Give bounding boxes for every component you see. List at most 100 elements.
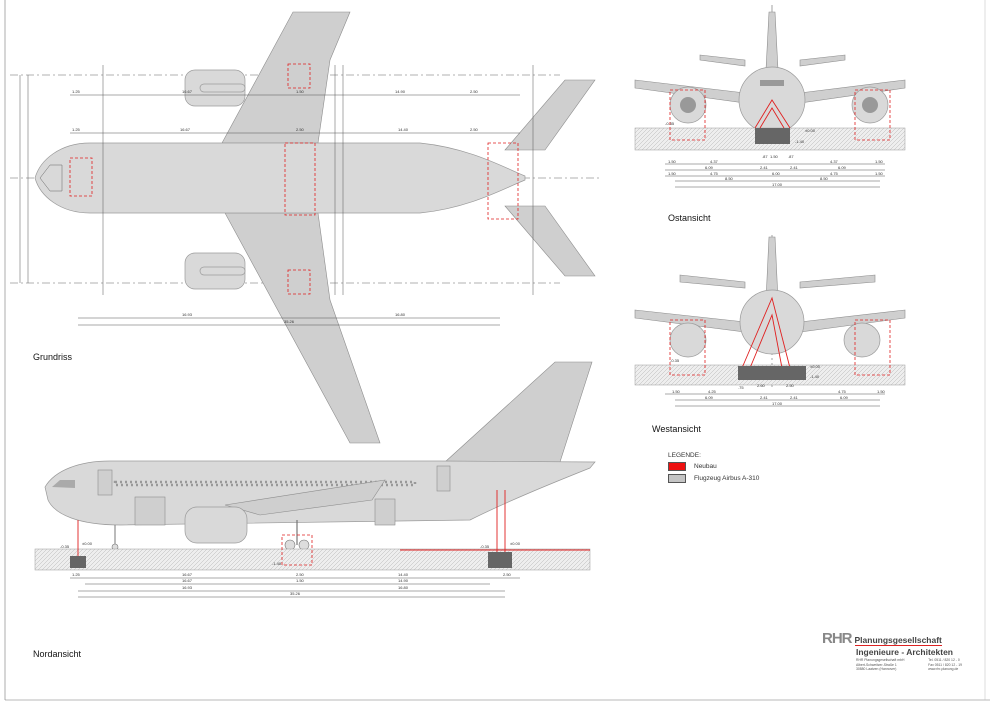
north-cargo-door	[134, 496, 166, 526]
svg-text:4.75: 4.75	[838, 389, 847, 394]
plan-view-title: Grundriss	[33, 352, 73, 362]
company-contact: Tel. 0511 / 820 12 - 0 Fax 0511 / 820 12…	[928, 658, 962, 672]
east-fin	[765, 11, 779, 71]
east-view: -0.35 ±0.00 -1.40 1.50 4.37 .87 1.50 .87…	[634, 5, 906, 223]
svg-text:16.67: 16.67	[182, 572, 193, 577]
west-view-title: Westansicht	[652, 424, 701, 434]
legend-swatch-red	[668, 462, 686, 471]
svg-text:17.00: 17.00	[772, 401, 783, 406]
plan-dimension-row1: 1.25 16.67 1.50 14.90 2.50	[72, 89, 479, 94]
svg-text:1.50: 1.50	[672, 389, 681, 394]
svg-text:.87: .87	[762, 154, 768, 159]
support-tail	[487, 142, 519, 220]
svg-text:4.37: 4.37	[710, 159, 719, 164]
svg-text:6.00: 6.00	[772, 171, 781, 176]
svg-text:35.26: 35.26	[290, 591, 301, 596]
north-dimension-row1: 1.25 16.67 2.50 14.40 2.50	[72, 572, 512, 577]
svg-text:16.67: 16.67	[182, 578, 193, 583]
support-nose	[69, 157, 93, 197]
svg-text:±0.00: ±0.00	[805, 128, 816, 133]
svg-text:1.50: 1.50	[875, 171, 884, 176]
west-stabilizer-left	[679, 274, 746, 289]
svg-text:17.00: 17.00	[772, 182, 783, 187]
legend-item-new-build: Neubau	[668, 462, 759, 471]
svg-text:4.75: 4.75	[710, 171, 719, 176]
svg-text:14.90: 14.90	[395, 89, 406, 94]
svg-text:1.50: 1.50	[668, 159, 677, 164]
svg-text:35.26: 35.26	[284, 319, 295, 324]
svg-text:-1.40: -1.40	[795, 139, 805, 144]
svg-text:2.50: 2.50	[786, 383, 795, 388]
north-wing	[224, 479, 386, 516]
north-door-front	[97, 469, 113, 496]
cockpit-outline	[39, 164, 63, 192]
svg-text:-0.35: -0.35	[665, 121, 675, 126]
svg-text:-0.35: -0.35	[480, 544, 490, 549]
svg-text:1.50: 1.50	[875, 159, 884, 164]
svg-text:1.50: 1.50	[877, 389, 886, 394]
company-subtitle: Ingenieure - Architekten	[856, 647, 953, 657]
svg-text:2.60: 2.60	[757, 383, 766, 388]
east-view-title: Ostansicht	[668, 213, 711, 223]
company-address: RHR Planungsgesellschaft mbH Albert-Schw…	[856, 658, 905, 672]
plan-dimension-row2: 1.25 16.67 2.50 14.40 2.50	[72, 127, 479, 132]
north-engine	[184, 506, 248, 544]
svg-text:6.09: 6.09	[705, 395, 714, 400]
svg-text:2.50: 2.50	[503, 572, 512, 577]
svg-text:6.09: 6.09	[840, 395, 849, 400]
support-wing-lower	[287, 269, 311, 295]
svg-text:16.93: 16.93	[182, 585, 193, 590]
svg-text:16.80: 16.80	[395, 312, 406, 317]
svg-text:4.37: 4.37	[830, 159, 839, 164]
legend-item-aircraft: Flugzeug Airbus A-310	[668, 474, 759, 483]
svg-text:2.41: 2.41	[790, 165, 799, 170]
svg-text:1.25: 1.25	[72, 89, 81, 94]
svg-text:4.25: 4.25	[708, 389, 717, 394]
north-door-rear	[436, 465, 451, 492]
east-dimension-row1: 1.50 4.37 .87 1.50 .87 4.37 1.50	[668, 154, 884, 164]
svg-text:4.75: 4.75	[830, 171, 839, 176]
west-foundation	[738, 366, 806, 380]
north-main-wheel	[284, 539, 296, 551]
svg-text:±0.00: ±0.00	[82, 541, 93, 546]
svg-text:1.50: 1.50	[668, 171, 677, 176]
legend-swatch-grey	[668, 474, 686, 483]
svg-text:2.41: 2.41	[760, 165, 769, 170]
company-title-block: RHR Planungsgesellschaft Ingenieure - Ar…	[822, 630, 962, 672]
east-stabilizer-left	[699, 54, 746, 67]
support-center	[284, 142, 316, 216]
svg-text:-1.40: -1.40	[810, 374, 820, 379]
north-ground	[34, 548, 591, 571]
north-foundation-rear	[488, 552, 512, 568]
svg-text:±0.00: ±0.00	[510, 541, 521, 546]
svg-text:1.50: 1.50	[296, 578, 305, 583]
north-cockpit-window	[52, 480, 75, 488]
svg-text:2.41: 2.41	[760, 395, 769, 400]
legend: LEGENDE: Neubau Flugzeug Airbus A-310	[668, 452, 759, 483]
east-foundation	[755, 128, 790, 144]
west-view: -0.35 ±0.00 -1.40 1.50 4.25 .75 2.60 2.5…	[634, 235, 906, 434]
svg-text:16.67: 16.67	[180, 127, 191, 132]
north-view-title: Nordansicht	[33, 649, 82, 659]
svg-text:1.25: 1.25	[72, 127, 81, 132]
plan-view: 1.25 16.67 1.50 14.90 2.50 1.25 16.67 2.…	[10, 11, 600, 444]
north-windows	[113, 480, 417, 487]
west-engine-right	[843, 322, 881, 358]
west-dimension-row1: 1.50 4.25 .75 2.60 2.50 4.75 1.50	[672, 383, 886, 394]
north-tail-fin	[444, 361, 593, 463]
company-logo: RHR	[822, 630, 852, 647]
svg-text:2.50: 2.50	[296, 127, 305, 132]
plan-stabilizer-lower	[504, 205, 596, 277]
north-dimension-row2: 16.67 1.50 14.90	[182, 578, 409, 583]
north-foundation-front	[70, 556, 86, 568]
legend-title: LEGENDE:	[668, 452, 701, 459]
svg-text:2.50: 2.50	[470, 89, 479, 94]
company-name: Planungsgesellschaft	[854, 635, 942, 646]
svg-text:±0.00: ±0.00	[810, 364, 821, 369]
plan-fuselage	[34, 142, 526, 214]
north-cargo-door-rear	[374, 498, 396, 526]
plan-stabilizer-upper	[504, 79, 596, 151]
svg-text:6.09: 6.09	[838, 165, 847, 170]
svg-text:14.40: 14.40	[398, 127, 409, 132]
